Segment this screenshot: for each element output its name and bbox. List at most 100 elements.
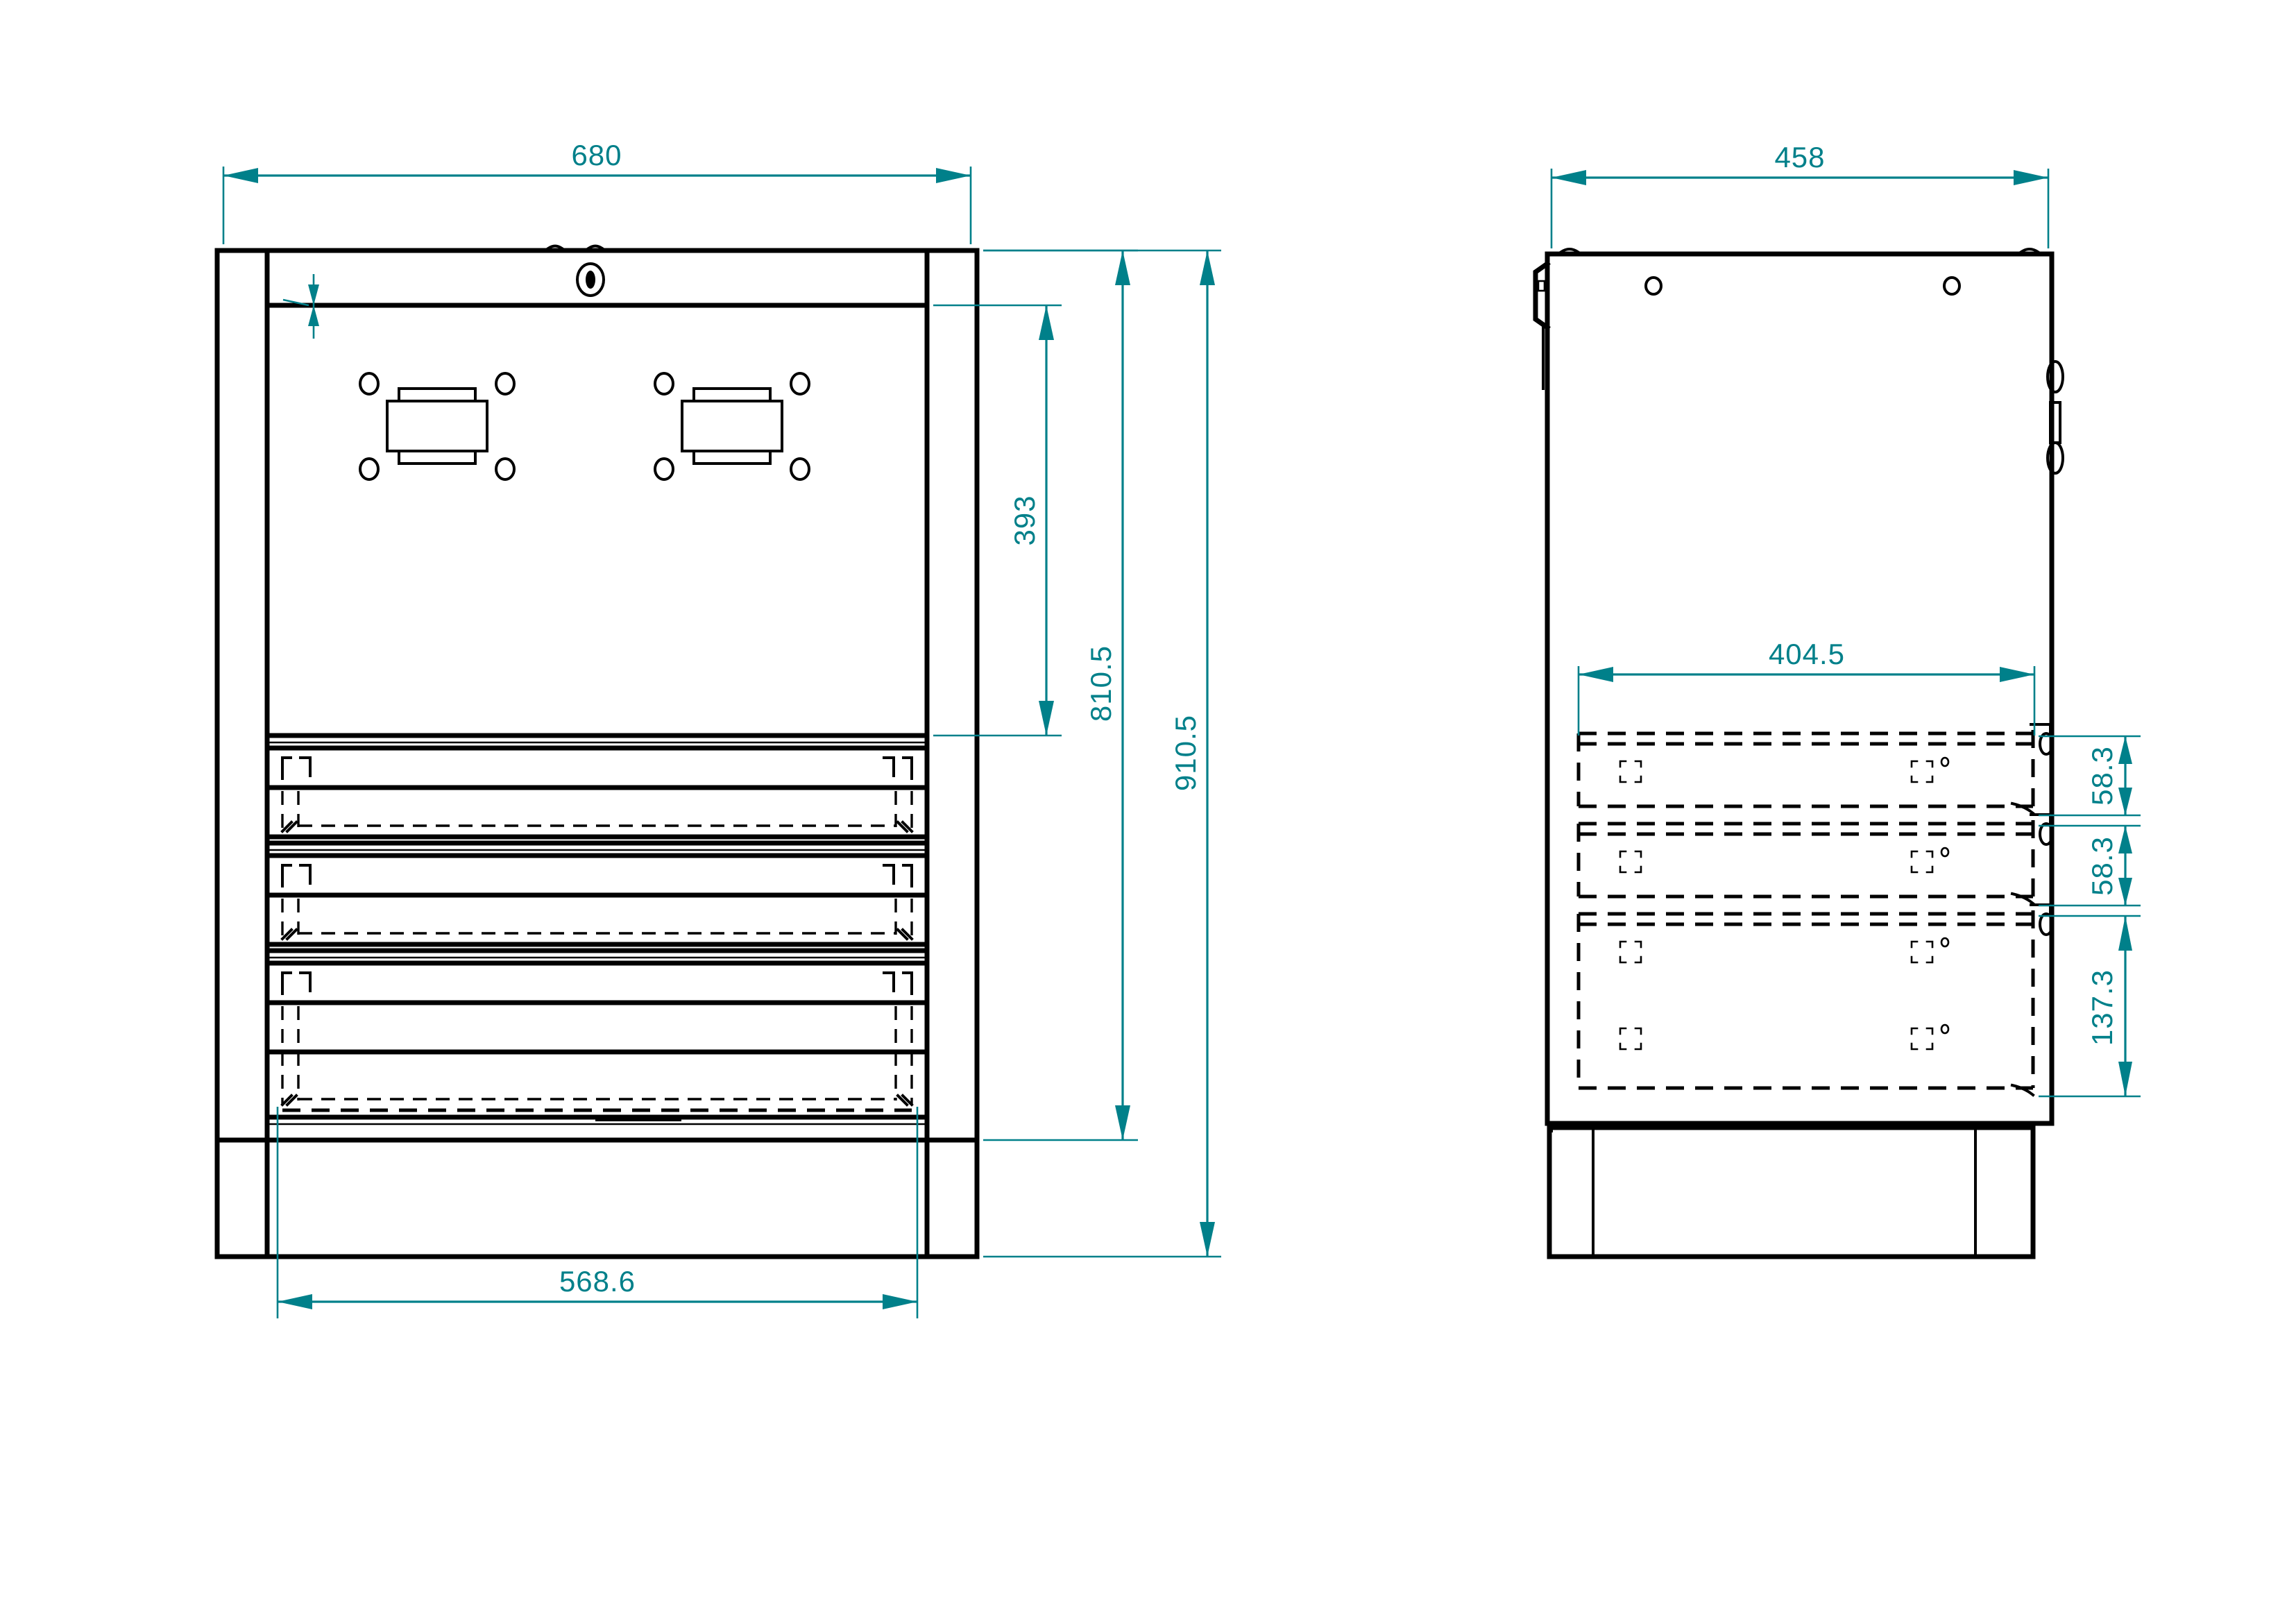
dim-404-arrow-right [2000,667,2034,682]
side-drawer-3-pin-upper [1940,937,1950,948]
dim-910-arrow-top [1200,250,1215,285]
handle-right-hole-tl [654,372,674,396]
side-cabinet-body [1545,251,2055,1126]
side-base [1547,1123,2036,1259]
dim-458-arrow-right [2014,170,2048,185]
lock-cylinder [576,262,605,297]
dim-568-text: 568.6 [559,1265,636,1298]
dim-583b-text: 58.3 [2086,836,2118,896]
side-section-view [1533,248,2064,1259]
dim-680-text: 680 [571,139,622,171]
front-drawer-3-corner-br [896,1094,914,1107]
front-drawer-1-mark-right [883,756,913,780]
front-drawer-2-corner-bl [280,928,298,941]
front-drawer-2 [264,840,930,947]
front-drawer-2-corner-br [896,928,914,941]
dim-910-arrow-bottom [1200,1222,1215,1257]
right-latch [2046,360,2064,475]
side-drawer-1-front-lip [2030,723,2052,736]
dim-393-arrow-bottom [1039,701,1054,736]
dim-583b-arrow-top [2118,826,2132,853]
side-drawer-3-clip-left-upper [1619,940,1642,964]
side-drawer-1-clip-right [1910,760,1934,783]
dim-gap-leader [282,298,309,307]
side-drawer-3-handle-boss [2039,912,2054,936]
side-drawer-2-clip-right [1910,850,1934,874]
side-top-nub-right [2019,248,2040,254]
side-drawer-1 [1576,723,2054,815]
dim-gap-arrow-down [308,305,319,326]
side-view-dimensions: 458 404.5 58.3 58.3 137.3 [1550,141,2141,1098]
front-cabinet-body [214,248,980,1259]
handle-left-hole-tr [495,372,516,396]
front-drawer-3-mark-left [281,971,312,995]
dim-393-text: 393 [1008,495,1041,545]
hinge-bracket-body [1533,260,1551,331]
side-drawer-2 [1576,813,2054,906]
side-drawer-3-pin-lower [1940,1023,1950,1035]
dim-458-text: 458 [1774,141,1825,173]
dim-680-arrow-right [936,168,971,183]
side-drawer-3-clip-right-lower [1910,1027,1934,1051]
side-drawer-1-pin [1940,756,1950,767]
right-latch-bottom-boss [2046,441,2064,475]
front-top-nub-right [586,244,604,250]
handle-right [654,372,810,481]
hinge-bracket-slot [1537,280,1546,292]
dim-404-arrow-left [1579,667,1613,682]
dim-583a-arrow-top [2118,736,2132,764]
dim-1373-arrow-top [2118,916,2132,951]
side-drawer-2-pin [1940,847,1950,858]
front-drawer-1-corner-bl [280,820,298,833]
handle-left-hole-tl [359,372,380,396]
side-drawer-3 [1576,903,2054,1097]
dim-583a-arrow-bottom [2118,788,2132,815]
side-drawer-2-rail-end [2010,892,2035,906]
dim-gap-arrow-up [308,284,319,305]
dim-1373-arrow-bottom [2118,1062,2132,1096]
side-base-block [1547,1125,2036,1259]
dim-810-arrow-top [1115,250,1130,285]
front-drawer-3-mark-right [883,971,913,995]
front-drawer-2-mark-right [883,864,913,887]
dim-404-text: 404.5 [1769,638,1845,670]
front-drawer-3-face [264,960,930,1055]
front-drawer-1-corner-br [896,820,914,833]
side-drawer-1-handle-boss [2039,732,2054,756]
front-door-panel [267,305,927,736]
side-drawer-3-clip-right-upper [1910,940,1934,964]
side-drawer-2-handle-boss [2039,822,2054,846]
dim-680-arrow-left [223,168,258,183]
side-drawer-1-clip-left [1619,760,1642,783]
dim-393-arrow-top [1039,305,1054,340]
handle-left [359,372,516,481]
front-top-nub-left [546,244,564,250]
front-drawer-3-corner-bl [280,1094,298,1107]
front-drawer-2-face [264,853,930,947]
side-drawer-2-clip-left [1619,850,1642,874]
front-view [214,244,980,1259]
dim-810-text: 810.5 [1085,645,1117,722]
handle-left-hole-br [495,457,516,481]
front-view-dimensions: 680 393 810.5 910.5 568.6 [222,139,1221,1318]
handle-right-hole-tr [790,372,810,396]
dim-568-arrow-right [883,1294,917,1309]
front-base-plinth [214,1137,980,1259]
dim-583b-arrow-bottom [2118,878,2132,906]
side-top-hole-right [1943,276,1961,296]
dim-568-arrow-left [278,1294,312,1309]
side-top-nub-left [1559,248,1580,254]
side-drawer-3-rail-end [2010,1083,2035,1097]
handle-left-hole-bl [359,457,380,481]
front-drawer-3 [264,948,930,1112]
side-drawer-1-rail-end [2010,801,2035,815]
left-hinge-bracket [1533,260,1551,390]
side-top-hole-left [1644,276,1663,296]
dim-583a-text: 58.3 [2086,746,2118,806]
front-drawer-1-face [264,745,930,840]
dim-458-arrow-left [1551,170,1586,185]
dim-1373-text: 137.3 [2086,969,2118,1046]
handle-right-hole-br [790,457,810,481]
